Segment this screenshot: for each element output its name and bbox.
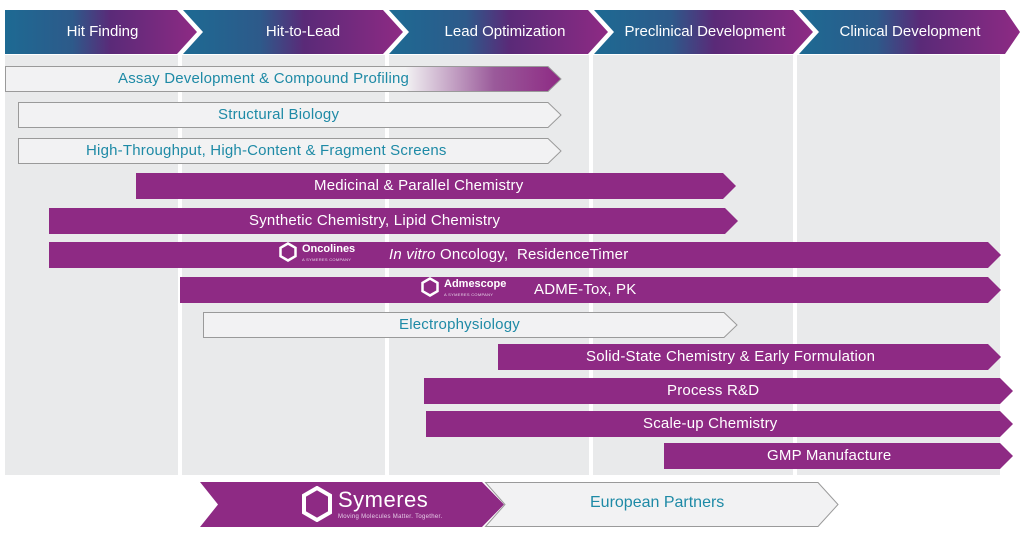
service-bar-in-vitro-oncology: Oncolines A SYMERES COMPANY In vitro Onc… xyxy=(49,242,1002,268)
phase-hit-finding: Hit Finding xyxy=(66,23,139,40)
service-bar-process-rd: Process R&D xyxy=(424,378,1014,404)
footer-chevrons xyxy=(200,482,839,527)
service-label: Scale-up Chemistry xyxy=(643,415,778,432)
phase-header-chevrons xyxy=(5,10,1020,54)
service-label: High-Throughput, High-Content & Fragment… xyxy=(86,142,447,159)
oncolines-logo: Oncolines xyxy=(302,243,356,255)
service-bar-electrophysiology: Electrophysiology xyxy=(203,312,738,338)
service-bar-screens: High-Throughput, High-Content & Fragment… xyxy=(18,138,562,164)
phase-preclinical-development: Preclinical Development xyxy=(624,23,786,40)
service-bar-structural-biology: Structural Biology xyxy=(18,102,562,128)
hexagon-logo-icon xyxy=(279,242,297,262)
footer: Symeres Moving Molecules Matter. Togethe… xyxy=(200,482,840,527)
service-label-italic: In vitro xyxy=(389,246,436,263)
service-label: Electrophysiology xyxy=(399,316,520,333)
service-bar-adme-tox: Admescope A SYMERES COMPANY ADME-Tox, PK xyxy=(180,277,1002,303)
service-bar-medicinal-chemistry: Medicinal & Parallel Chemistry xyxy=(136,173,737,199)
phase-lead-optimization: Lead Optimization xyxy=(444,23,566,40)
symeres-logo-text: Symeres xyxy=(338,487,429,512)
service-bar-solid-state: Solid-State Chemistry & Early Formulatio… xyxy=(498,344,1002,370)
service-bar-synthetic-chemistry: Synthetic Chemistry, Lipid Chemistry xyxy=(49,208,739,234)
service-label: Assay Development & Compound Profiling xyxy=(118,70,410,87)
oncolines-logo-tagline: A SYMERES COMPANY xyxy=(302,257,352,262)
symeres-tagline: Moving Molecules Matter. Together. xyxy=(338,514,443,520)
service-label-rest: Oncology, ResidenceTimer xyxy=(435,246,629,263)
service-bar-gmp-manufacture: GMP Manufacture xyxy=(664,443,1014,469)
service-label: Medicinal & Parallel Chemistry xyxy=(314,177,524,194)
phase-hit-to-lead: Hit-to-Lead xyxy=(265,23,341,40)
service-label: ADME-Tox, PK xyxy=(534,281,637,298)
symeres-hexagon-icon xyxy=(302,486,332,522)
service-label: GMP Manufacture xyxy=(767,447,892,464)
phase-clinical-development: Clinical Development xyxy=(839,23,981,40)
admescope-logo: Admescope xyxy=(444,278,507,290)
phase-header: Hit Finding Hit-to-Lead Lead Optimizatio… xyxy=(5,10,1020,54)
service-label: Solid-State Chemistry & Early Formulatio… xyxy=(586,348,876,365)
european-partners-label: European Partners xyxy=(590,494,725,511)
admescope-logo-tagline: A SYMERES COMPANY xyxy=(444,292,494,297)
service-bar-assay-development: Assay Development & Compound Profiling xyxy=(5,66,562,92)
service-label: Process R&D xyxy=(667,382,760,399)
service-label: Synthetic Chemistry, Lipid Chemistry xyxy=(249,212,501,229)
service-label: Structural Biology xyxy=(218,106,340,123)
hexagon-logo-icon xyxy=(421,277,439,297)
service-bar-scale-up: Scale-up Chemistry xyxy=(426,411,1014,437)
service-label: In vitro Oncology, ResidenceTimer xyxy=(389,242,628,268)
